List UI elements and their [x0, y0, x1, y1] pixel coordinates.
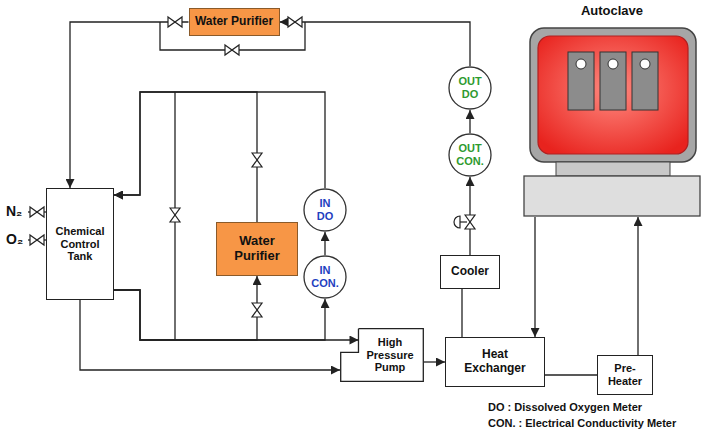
- node-label: Water Purifier: [222, 234, 292, 264]
- node-label: Pre-Heater: [602, 362, 648, 387]
- autoclave-heated-zone: [538, 36, 688, 154]
- pipe-connector: [70, 22, 189, 188]
- valve-symbol: [168, 17, 182, 27]
- abbreviation-note: CON. : Electrical Conductivity Meter: [488, 417, 676, 429]
- tank-box: Chemical Control Tank: [46, 188, 114, 300]
- valve-symbol: [30, 235, 44, 245]
- pipe-connector: [469, 110, 470, 133]
- pipe-connector: [424, 361, 445, 362]
- node-label: IN CON.: [311, 264, 339, 289]
- meter-circle: OUT DO: [448, 66, 492, 110]
- specimen-hole: [608, 59, 618, 69]
- pipe-connector: [534, 217, 535, 337]
- autoclave-vessel: Autoclave: [522, 4, 702, 217]
- pipe-connector: [324, 232, 325, 255]
- pipe-connector: [114, 290, 325, 340]
- pump-shape: High Pressure Pump: [340, 328, 424, 382]
- pipe-connector: [114, 92, 325, 195]
- meter-circle-shape: [449, 134, 491, 176]
- purifier-box: Water Purifier: [189, 8, 280, 36]
- meter-circle: IN CON.: [303, 255, 347, 299]
- valve-symbol: [252, 303, 262, 317]
- valve-symbol: [288, 17, 302, 27]
- specimen-hole: [640, 59, 650, 69]
- valve-symbol: [30, 207, 44, 217]
- specimen: [568, 52, 594, 110]
- valve-actuator: [454, 216, 460, 228]
- valve-stem: [460, 221, 467, 222]
- cooler-box: Cooler: [440, 255, 500, 289]
- meter-circle: OUT CON.: [448, 133, 492, 177]
- specimen-hole: [576, 59, 586, 69]
- pipe-connector: [280, 22, 471, 66]
- autoclave-neck: [556, 162, 670, 176]
- pipe-connector: [637, 217, 638, 355]
- autoclave-base: [524, 176, 700, 216]
- gas-label: N₂: [6, 203, 22, 219]
- pipe-connector: [114, 92, 257, 222]
- specimen: [632, 52, 658, 110]
- meter-circle-shape: [304, 189, 346, 231]
- pump-shape-outline: [341, 329, 424, 382]
- heater-box: Pre-Heater: [597, 355, 653, 395]
- node-label: OUT CON.: [456, 142, 484, 167]
- node-label: High Pressure Pump: [361, 336, 419, 374]
- node-label: Cooler: [451, 265, 489, 279]
- heat-exchanger-box: Heat Exchanger: [445, 337, 545, 387]
- node-label: Heat Exchanger: [459, 348, 531, 376]
- node-label: Chemical Control Tank: [51, 225, 109, 263]
- pipe-connector: [461, 289, 462, 337]
- vessel-heading: Autoclave: [581, 4, 643, 19]
- node-label: OUT DO: [458, 75, 481, 100]
- node-label: IN DO: [317, 197, 334, 222]
- meter-circle-shape: [449, 67, 491, 109]
- abbreviation-note: DO : Dissolved Oxygen Meter: [488, 401, 642, 413]
- meter-circle-shape: [304, 256, 346, 298]
- gas-label: O₂: [6, 231, 23, 247]
- autoclave-housing: [530, 28, 696, 162]
- pipe-connector: [80, 300, 340, 370]
- meter-circle: IN DO: [303, 188, 347, 232]
- valve-symbol: [170, 208, 180, 222]
- specimen: [600, 52, 626, 110]
- pipe-connector: [545, 374, 597, 375]
- pipe-connector: [114, 276, 257, 340]
- node-label: Water Purifier: [195, 15, 273, 29]
- purifier-box: Water Purifier: [216, 222, 298, 276]
- valve-symbol: [252, 153, 262, 167]
- valve-symbol: [225, 45, 239, 55]
